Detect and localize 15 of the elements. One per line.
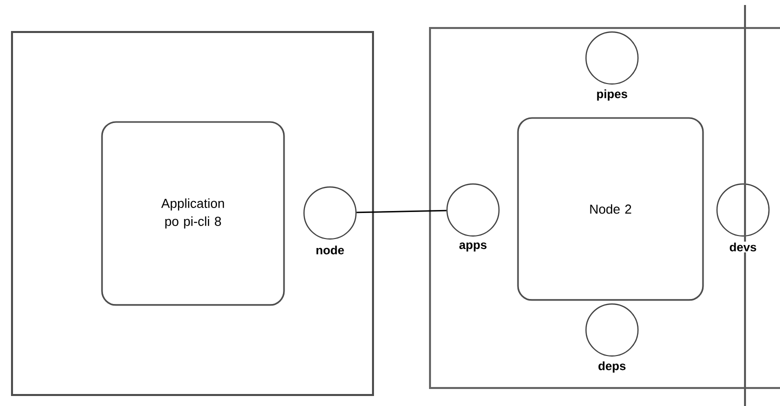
container-box <box>429 27 780 389</box>
port-circle <box>303 186 357 240</box>
container-box <box>11 31 374 396</box>
port-circle <box>585 303 639 357</box>
port-label: pipes <box>595 88 629 102</box>
port-label: apps <box>458 242 488 252</box>
port-circle <box>716 183 770 237</box>
port-label: node <box>314 244 346 256</box>
port-label: deps <box>597 360 627 374</box>
port-label: devs <box>728 242 758 252</box>
process-box: Node 2 <box>517 117 704 301</box>
port-circle <box>446 183 500 237</box>
connector-line <box>356 210 446 214</box>
process-box: Application po pi-cli 8 <box>101 121 285 306</box>
port-circle <box>585 31 639 85</box>
